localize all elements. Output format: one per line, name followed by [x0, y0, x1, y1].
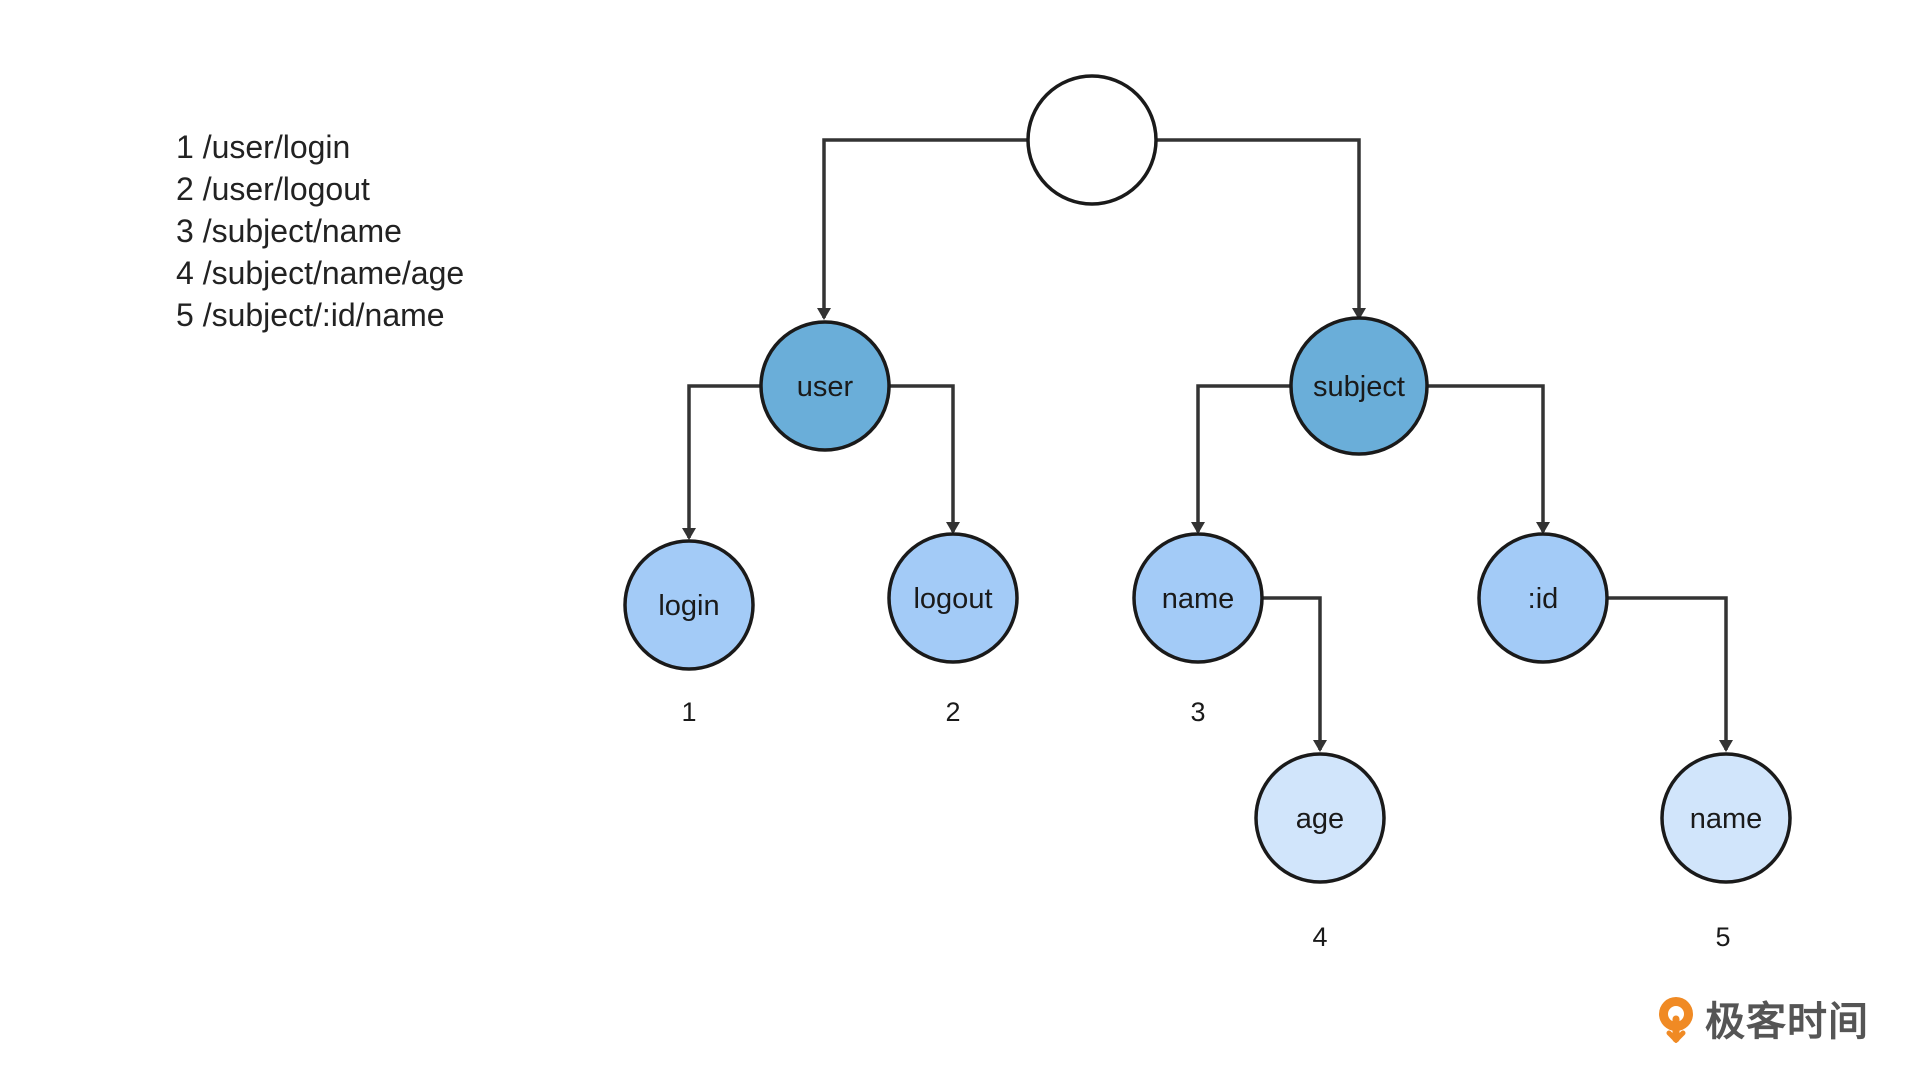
edge-id-name	[1607, 596, 1733, 752]
login-circle	[623, 539, 755, 671]
name-circle	[1132, 532, 1264, 664]
brand-logo: 极客时间	[1655, 990, 1869, 1046]
node-label: :id	[1528, 583, 1559, 615]
tree-node-subject: subject	[1289, 316, 1429, 456]
route-index-name: 3	[1190, 697, 1205, 727]
brand-text: 极客时间	[1705, 999, 1869, 1045]
node-label: subject	[1313, 371, 1405, 403]
id-name-circle	[1660, 752, 1792, 884]
node-label: name	[1690, 803, 1763, 835]
tree-node-logout: logout	[887, 532, 1019, 664]
id-circle	[1477, 532, 1609, 664]
edge-user-login	[682, 384, 761, 540]
tree-node-age: age	[1254, 752, 1386, 884]
route-item: 5 /subject/:id/name	[176, 297, 445, 333]
logout-circle	[887, 532, 1019, 664]
edge-name-age	[1262, 596, 1327, 752]
edge-subject-name	[1191, 384, 1290, 534]
edge-root-subject	[1156, 138, 1366, 320]
tree-node-name: name	[1132, 532, 1264, 664]
age-circle	[1254, 752, 1386, 884]
route-item: 3 /subject/name	[176, 213, 402, 249]
node-label: login	[658, 590, 719, 622]
tree-node-id: :id	[1477, 532, 1609, 664]
geektime-logo-icon	[1659, 997, 1693, 1043]
tree-node-user: user	[759, 320, 891, 452]
edge-user-logout	[889, 384, 960, 534]
route-index-id-name: 5	[1715, 922, 1730, 952]
tree-node-root	[1026, 74, 1158, 206]
tree-node-login: login	[623, 539, 755, 671]
route-item: 2 /user/logout	[176, 171, 370, 207]
route-item: 4 /subject/name/age	[176, 255, 465, 291]
subject-circle	[1289, 316, 1429, 456]
tree-node-id-name: name	[1660, 752, 1792, 884]
route-index-age: 4	[1312, 922, 1327, 952]
route-list: 1 /user/login 2 /user/logout 3 /subject/…	[176, 126, 464, 336]
route-index-login: 1	[681, 697, 696, 727]
route-index-logout: 2	[945, 697, 960, 727]
node-label: name	[1162, 583, 1235, 615]
route-item: 1 /user/login	[176, 129, 351, 165]
node-label: logout	[913, 583, 992, 615]
edge-root-user	[817, 138, 1028, 320]
user-circle	[759, 320, 891, 452]
root-circle	[1026, 74, 1158, 206]
edge-subject-id	[1428, 384, 1550, 534]
node-label: age	[1296, 803, 1344, 835]
node-label: user	[797, 371, 854, 403]
